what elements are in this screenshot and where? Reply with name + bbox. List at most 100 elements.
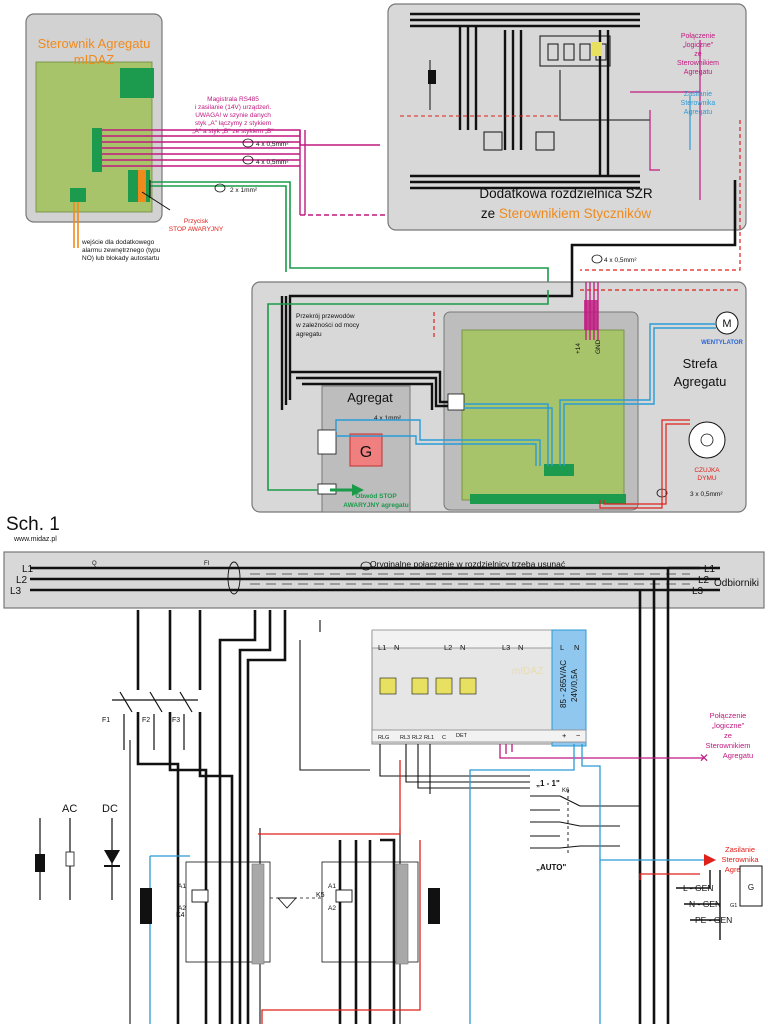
genset-title: Agregat [347, 390, 393, 405]
orange-input-wires [73, 202, 79, 248]
logic-link-x-icon: ✕ [699, 751, 709, 765]
term-rl1: RL1 [424, 735, 434, 741]
svg-text:A1: A1 [178, 883, 186, 890]
contactor-k5: K5 A1 A2 [316, 861, 440, 965]
power-link-label: Zasilanie Sterownika Agregatu [681, 91, 716, 116]
svg-text:alarmu zewnętrznego (typu: alarmu zewnętrznego (typu [82, 247, 161, 254]
szr-subtitle: ze Sterownikiem Styczników [481, 206, 652, 221]
svg-text:i zasilanie (14V) urządzeń.: i zasilanie (14V) urządzeń. [195, 104, 272, 111]
stop-button-label: Przycisk [184, 218, 209, 225]
stop-button-label-2: STOP AWARYJNY [169, 226, 224, 233]
psu-output: 24V/0,5A [570, 668, 579, 702]
svg-text:wejście dla dodatkowego: wejście dla dodatkowego [81, 239, 155, 246]
svg-text:ze: ze [724, 731, 732, 740]
module-l3: L3 [502, 643, 510, 652]
svg-text:„logiczne": „logiczne" [683, 42, 714, 49]
k4-label: K4 [176, 912, 185, 919]
control-wiring [129, 620, 704, 1024]
fan-icon: M [722, 318, 731, 330]
module-n1: N [394, 643, 399, 652]
term-det: DET [456, 733, 468, 739]
distribution-strip: L1 L2 L3 L1 L2 L3 Odbiorniki Oryginalne … [3, 551, 765, 609]
cable-4x05-b: 4 x 0,5mm² [256, 159, 289, 166]
svg-text:Agregatu: Agregatu [684, 109, 713, 116]
szr-title: Dodatkowa rozdzielnica SZR [479, 186, 653, 201]
svg-text:NO) lub blokady autostartu: NO) lub blokady autostartu [82, 255, 160, 262]
zone-box: Agregat G 4 x 1mm² Obwód STOP AWARYJNY a… [251, 281, 747, 513]
smoke-detector-label-2: DYMU [697, 475, 716, 482]
svg-text:ze: ze [694, 51, 702, 58]
svg-text:Zasilanie: Zasilanie [684, 91, 712, 98]
k5-label: K5 [316, 892, 325, 899]
stop-circuit-label-2: AWARYJNY agregatu [343, 502, 408, 509]
stop-pointer [141, 191, 171, 211]
fuse-f1: F1 [102, 717, 110, 724]
switch-auto: „AUTO" [536, 863, 567, 872]
phase-l1-out: L1 [704, 564, 716, 575]
cable-2x1: 2 x 1mm² [230, 187, 258, 194]
n-gen-label: N - GEN [689, 899, 721, 909]
psu-voltage: 85 - 265V/AC [559, 660, 568, 708]
svg-text:Przekrój przewodów: Przekrój przewodów [296, 313, 355, 320]
svg-text:A2: A2 [178, 905, 186, 912]
zone-title-2: Agregatu [674, 374, 727, 389]
smoke-detector-label: CZUJKA [694, 467, 720, 474]
svg-text:Sterownikiem: Sterownikiem [705, 741, 750, 750]
contactor-controller: L1 N L2 N L3 N L N + − RLG RL3 RL2 RL1 C… [371, 629, 587, 747]
gnd-label: GND [595, 339, 602, 354]
svg-text:Połączenie: Połączenie [681, 33, 715, 40]
term-rl2: RL2 [412, 735, 422, 741]
supply-label: Zasilanie [725, 845, 755, 854]
stop-wire [150, 181, 549, 290]
remove-note: Oryginalne połączenie w rozdzielnicy trz… [370, 559, 566, 569]
svg-text:agregatu: agregatu [296, 331, 322, 338]
module-l1: L1 [378, 643, 386, 652]
rs485-note: Magistrala RS485 i zasilanie (14V) urząd… [192, 96, 274, 135]
l-gen-label: L - GEN [683, 883, 713, 893]
cross-section-note: Przekrój przewodów w zależności od mocy … [295, 313, 360, 338]
svg-text:Magistrala RS485: Magistrala RS485 [207, 96, 259, 103]
input-note: wejście dla dodatkowego alarmu zewnętrzn… [81, 239, 161, 262]
fi-label: FI [204, 561, 210, 567]
ac-label: AC [62, 803, 77, 815]
suppressor-legend: AC DC [35, 803, 120, 900]
website-url: www.midaz.pl [13, 536, 57, 543]
plus14-label: +14 [575, 343, 582, 354]
diode-icon [104, 850, 120, 864]
fuse-f2: F2 [142, 717, 150, 724]
svg-text:A2: A2 [328, 905, 336, 912]
zone-title: Strefa [683, 356, 718, 371]
generator-letter: G [360, 444, 372, 461]
phase-l2-in: L2 [16, 575, 28, 586]
svg-text:styk „A" łączymy z stykiem: styk „A" łączymy z stykiem [195, 120, 271, 127]
supply-label-2: Sterownika [721, 855, 759, 864]
phase-l1-in: L1 [22, 564, 34, 575]
g1-label: G1 [730, 903, 737, 909]
controller-box: Sterownik Agregatu mIDAZ [25, 13, 163, 223]
contactor-k4: K4 A1 A2 [140, 861, 271, 965]
brand-watermark: mIDAZ [512, 666, 543, 677]
psu-l: L [560, 643, 564, 652]
svg-text:„logiczne": „logiczne" [712, 721, 745, 730]
cable-4x05-a: 4 x 0,5mm² [256, 141, 289, 148]
svg-text:Połączenie: Połączenie [710, 711, 747, 720]
module-l2: L2 [444, 643, 452, 652]
phase-l3-out: L3 [692, 586, 704, 597]
bottom-logic-label: Połączenie „logiczne" ze Sterownikiem Ag… [705, 711, 753, 760]
fuses: F1 F2 F3 [102, 691, 198, 750]
svg-text:Agregatu: Agregatu [723, 751, 753, 760]
szr-box: Dodatkowa rozdzielnica SZR ze Sterowniki… [387, 3, 747, 271]
dc-label: DC [102, 803, 118, 815]
term-rlg: RLG [378, 735, 389, 741]
scheme-caption: Sch. 1 [6, 514, 60, 535]
switch-1-1: „1 - 1" [536, 779, 560, 788]
psu-n: N [574, 643, 579, 652]
stop-circuit-label: Obwód STOP [355, 493, 397, 500]
term-c: C [442, 735, 446, 741]
logic-link-label: Połączenie „logiczne" ze Sterownikiem Ag… [677, 33, 719, 76]
module-n2: N [460, 643, 465, 652]
phase-l3-in: L3 [10, 586, 22, 597]
term-rl3: RL3 [400, 735, 410, 741]
svg-text:UWAGA! w szynie danych: UWAGA! w szynie danych [195, 112, 271, 119]
